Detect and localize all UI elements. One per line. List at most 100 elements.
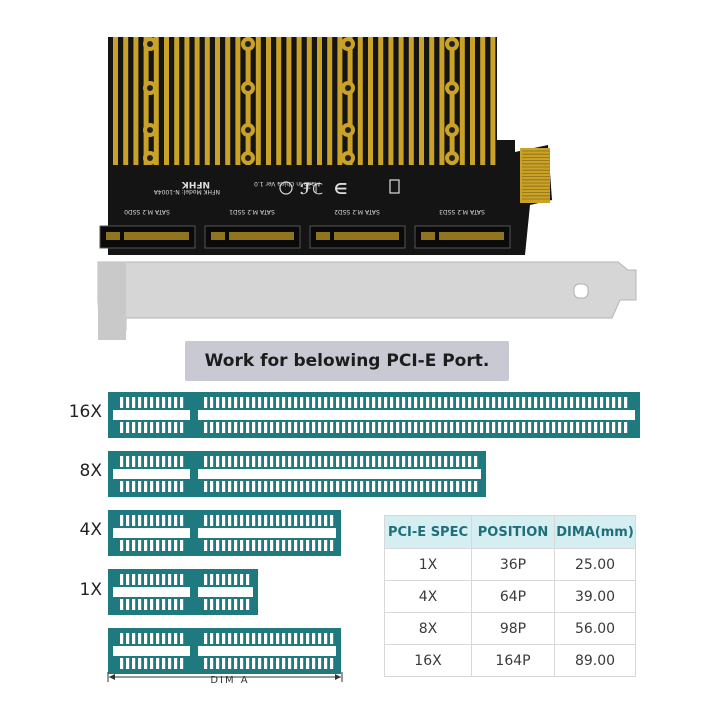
slot-pin-gap	[312, 515, 316, 526]
slot-pin-gap	[420, 422, 424, 433]
slot-pin-gap	[270, 481, 274, 492]
pcie-spec-table: PCI-E SPEC POSITION DIMA(mm) 1X 36P 25.0…	[384, 515, 636, 677]
slot-pin-gap	[132, 574, 136, 585]
gold-trace	[480, 37, 486, 165]
slot-pin-gap	[168, 574, 172, 585]
slot-pin-gap	[162, 397, 166, 408]
slot-pin-gap	[390, 422, 394, 433]
mount-hole	[245, 85, 251, 91]
slot-pin-gap	[324, 633, 328, 644]
certification-marks: ℱℂ ∈	[279, 179, 400, 198]
slot-pin-gap	[132, 515, 136, 526]
slot-pin-gap	[150, 599, 154, 610]
mount-hole	[245, 155, 251, 161]
slot-pin-gap	[300, 397, 304, 408]
slot-pin-gap	[318, 397, 322, 408]
lane-label-16x: 16X	[68, 402, 102, 422]
slot-pin-gap	[546, 397, 550, 408]
slot-pin-gap	[174, 456, 178, 467]
slot-pin-gap	[402, 422, 406, 433]
slot-pin-gap	[564, 397, 568, 408]
slot-pin-gap	[504, 422, 508, 433]
slot-pin-gap	[288, 658, 292, 669]
slot-pin-gap	[234, 658, 238, 669]
slot-key	[190, 633, 198, 669]
slot-pin-gap	[138, 599, 142, 610]
slot-pin-gap	[204, 599, 208, 610]
slot-pin-gap	[588, 422, 592, 433]
slot-pin-gap	[336, 397, 340, 408]
slot-pin-gap	[168, 515, 172, 526]
slot-pin-gap	[246, 540, 250, 551]
slot-pin-gap	[468, 481, 472, 492]
slot-pin-gap	[174, 540, 178, 551]
slot-pin-gap	[138, 481, 142, 492]
slot-pin-gap	[294, 456, 298, 467]
mounting-holes	[143, 37, 459, 165]
slot-pin-gap	[384, 456, 388, 467]
slot-pin-gap	[222, 574, 226, 585]
slot-pin-gap	[414, 481, 418, 492]
slot-pin-gap	[120, 540, 124, 551]
m2-socket: SATA M.2 SSD3	[414, 208, 511, 249]
slot-pin-gap	[354, 397, 358, 408]
slot-pin-gap	[240, 540, 244, 551]
slot-pin-gap	[132, 658, 136, 669]
slot-pin-gap	[402, 456, 406, 467]
slot-pin-gap	[480, 422, 484, 433]
slot-pin-gap	[150, 456, 154, 467]
slot-pin-gap	[432, 481, 436, 492]
slot-pin-gap	[228, 397, 232, 408]
gold-trace	[215, 37, 220, 165]
slot-pin-gap	[294, 397, 298, 408]
slot-pin-gap	[156, 481, 160, 492]
slot-pin-gap	[552, 422, 556, 433]
slot-pin-gap	[276, 456, 280, 467]
slot-pin-gap	[222, 658, 226, 669]
slot-pin-gap	[132, 456, 136, 467]
slot-pin-gap	[222, 422, 226, 433]
slot-pin-gap	[438, 422, 442, 433]
slot-pin-gap	[144, 633, 148, 644]
slot-pin-gap	[120, 397, 124, 408]
slot-pin-gap	[264, 658, 268, 669]
slot-pin-gap	[120, 456, 124, 467]
slot-pin-gap	[120, 481, 124, 492]
slot-pin-gap	[450, 422, 454, 433]
slot-pin-gap	[204, 456, 208, 467]
slot-pin-gap	[414, 422, 418, 433]
slot-pin-gap	[252, 456, 256, 467]
slot-pin-gap	[156, 599, 160, 610]
slot-pin-gap	[246, 456, 250, 467]
ce-mark-icon: ∈	[334, 180, 347, 198]
slot-pin-gap	[144, 397, 148, 408]
slot-pin-gap	[324, 456, 328, 467]
slot-pin-gap	[396, 481, 400, 492]
cell-dima: 56.00	[554, 612, 636, 645]
slot-pin-gap	[378, 397, 382, 408]
slot-pin-gap	[462, 397, 466, 408]
slot-pin-gap	[240, 515, 244, 526]
slot-pin-gap	[306, 633, 310, 644]
slot-pin-gap	[294, 633, 298, 644]
slot-pin-gap	[210, 540, 214, 551]
slot-pin-gap	[132, 422, 136, 433]
slot-pin-gap	[360, 422, 364, 433]
slot-pin-gap	[216, 481, 220, 492]
slot-pin-gap	[624, 422, 628, 433]
mount-hole	[449, 155, 455, 161]
slot-pin-gap	[252, 658, 256, 669]
slot-pin-gap	[246, 481, 250, 492]
gold-trace	[449, 37, 455, 165]
slot-pin-gap	[204, 633, 208, 644]
slot-pin-gap	[222, 599, 226, 610]
slot-pin-gap	[258, 515, 262, 526]
slot-pin-gap	[474, 397, 478, 408]
slot-pin-gap	[216, 540, 220, 551]
slot-pin-gap	[126, 658, 130, 669]
slot-pin-gap	[540, 397, 544, 408]
slot-pin-gap	[144, 515, 148, 526]
slot-pin-gap	[228, 456, 232, 467]
slot-pin-gap	[504, 397, 508, 408]
